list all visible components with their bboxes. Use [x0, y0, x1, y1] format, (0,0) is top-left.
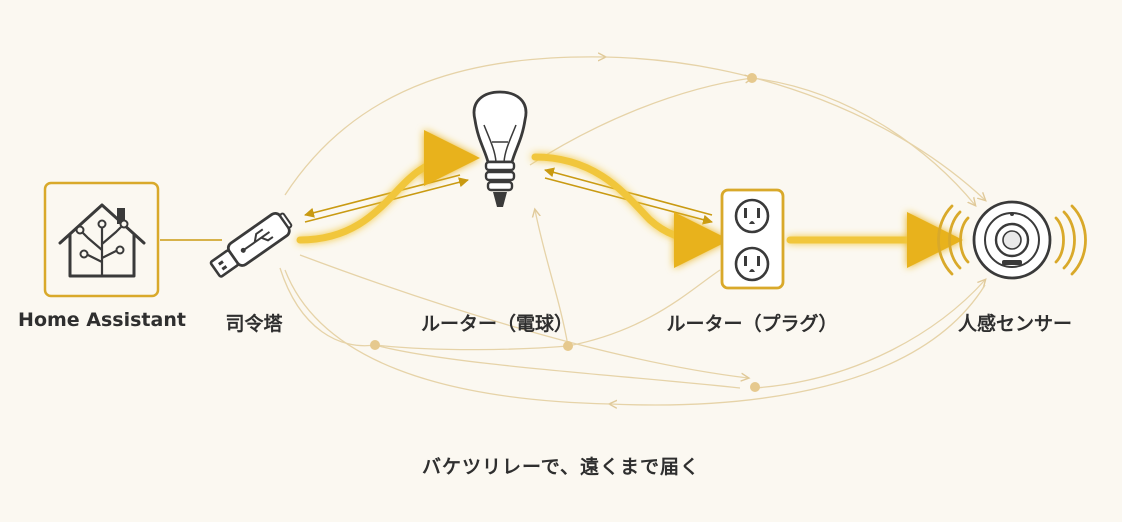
flow-arrow-bulb-to-plug [531, 153, 730, 268]
thin-arrow [544, 167, 713, 216]
faint-path [751, 77, 975, 205]
faint-path [567, 269, 721, 347]
faint-path [529, 78, 752, 166]
power-outlet-icon [720, 188, 785, 290]
faint-path [299, 254, 748, 378]
faint-mesh-paths [279, 56, 986, 405]
faint-path [604, 56, 985, 200]
home-assistant-icon [43, 181, 160, 298]
faint-path [610, 284, 986, 405]
diagram-caption: バケツリレーで、遠くまで届く [421, 456, 701, 478]
mesh-dot [370, 340, 380, 350]
node-label-router-bulb: ルーター（電球） [420, 313, 574, 335]
faint-path [284, 269, 611, 405]
faint-mesh-nodes [370, 73, 760, 392]
faint-path [754, 280, 985, 389]
mesh-dot [750, 382, 760, 392]
faint-path [374, 344, 569, 351]
faint-path [374, 344, 741, 389]
main-flow [296, 130, 963, 268]
usb-dongle-icon [209, 211, 293, 278]
light-bulb-icon [472, 90, 528, 207]
node-label-motion-sensor: 人感センサー [957, 313, 1073, 335]
motion-sensor-icon [937, 200, 1087, 280]
mesh-dot [747, 73, 757, 83]
faint-path [535, 210, 569, 347]
node-label-coordinator: 司令塔 [225, 313, 283, 335]
flow-arrow-coordinator-to-bulb [296, 130, 480, 244]
faint-path [279, 267, 376, 347]
faint-path [284, 57, 605, 196]
node-label-home-assistant: Home Assistant [18, 309, 186, 331]
mesh-dot [563, 341, 573, 351]
node-label-router-plug: ルーター（プラグ） [666, 313, 838, 335]
